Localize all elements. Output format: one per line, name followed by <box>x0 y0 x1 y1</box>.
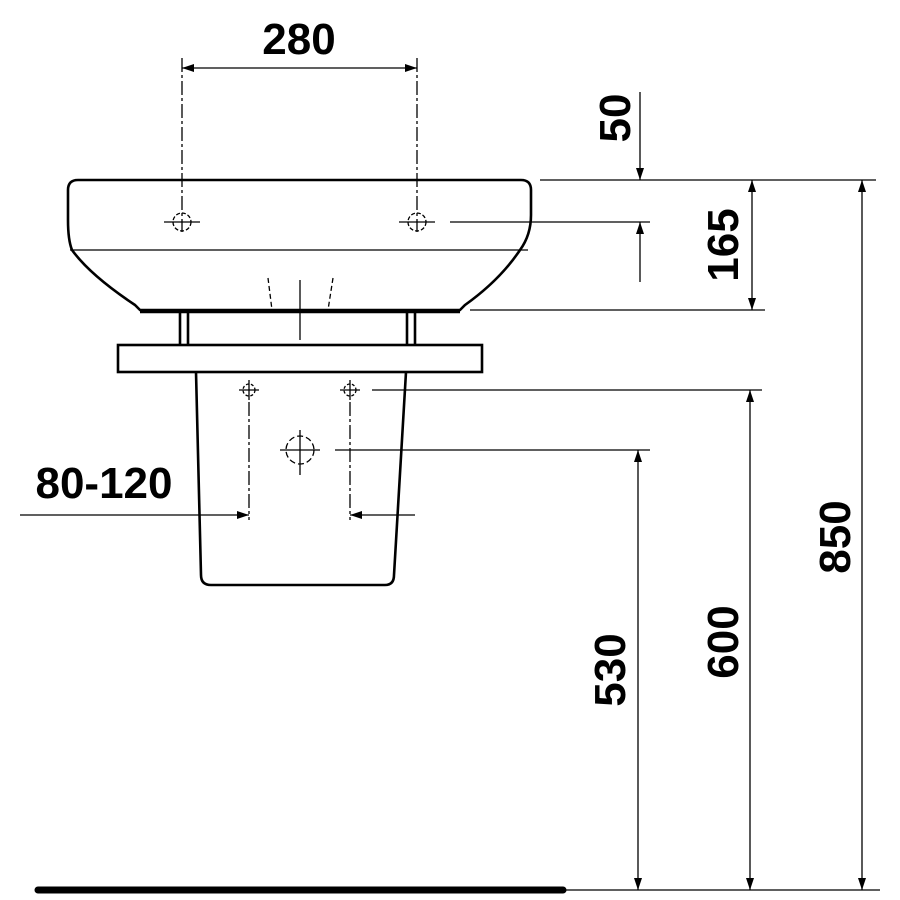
support-brackets <box>178 312 417 345</box>
label-600: 600 <box>699 605 748 678</box>
dimension-50: 50 <box>591 92 644 282</box>
dimension-165: 165 <box>699 180 756 310</box>
drain-outline <box>267 277 334 340</box>
fixing-holes <box>239 380 360 400</box>
pedestal <box>194 371 408 587</box>
label-50: 50 <box>591 94 640 143</box>
label-280: 280 <box>262 15 335 64</box>
label-80-120: 80-120 <box>35 459 172 508</box>
label-165: 165 <box>699 208 748 281</box>
dimension-600: 600 <box>699 390 754 890</box>
label-530: 530 <box>586 633 635 706</box>
dimension-530: 530 <box>586 450 642 890</box>
extension-lines <box>181 58 880 891</box>
dimension-850: 850 <box>811 180 866 890</box>
drain-outlet <box>280 430 320 475</box>
label-850: 850 <box>811 500 860 573</box>
shelf <box>116 343 484 374</box>
dimension-280: 280 <box>182 15 417 72</box>
dimension-80-120: 80-120 <box>20 459 415 519</box>
